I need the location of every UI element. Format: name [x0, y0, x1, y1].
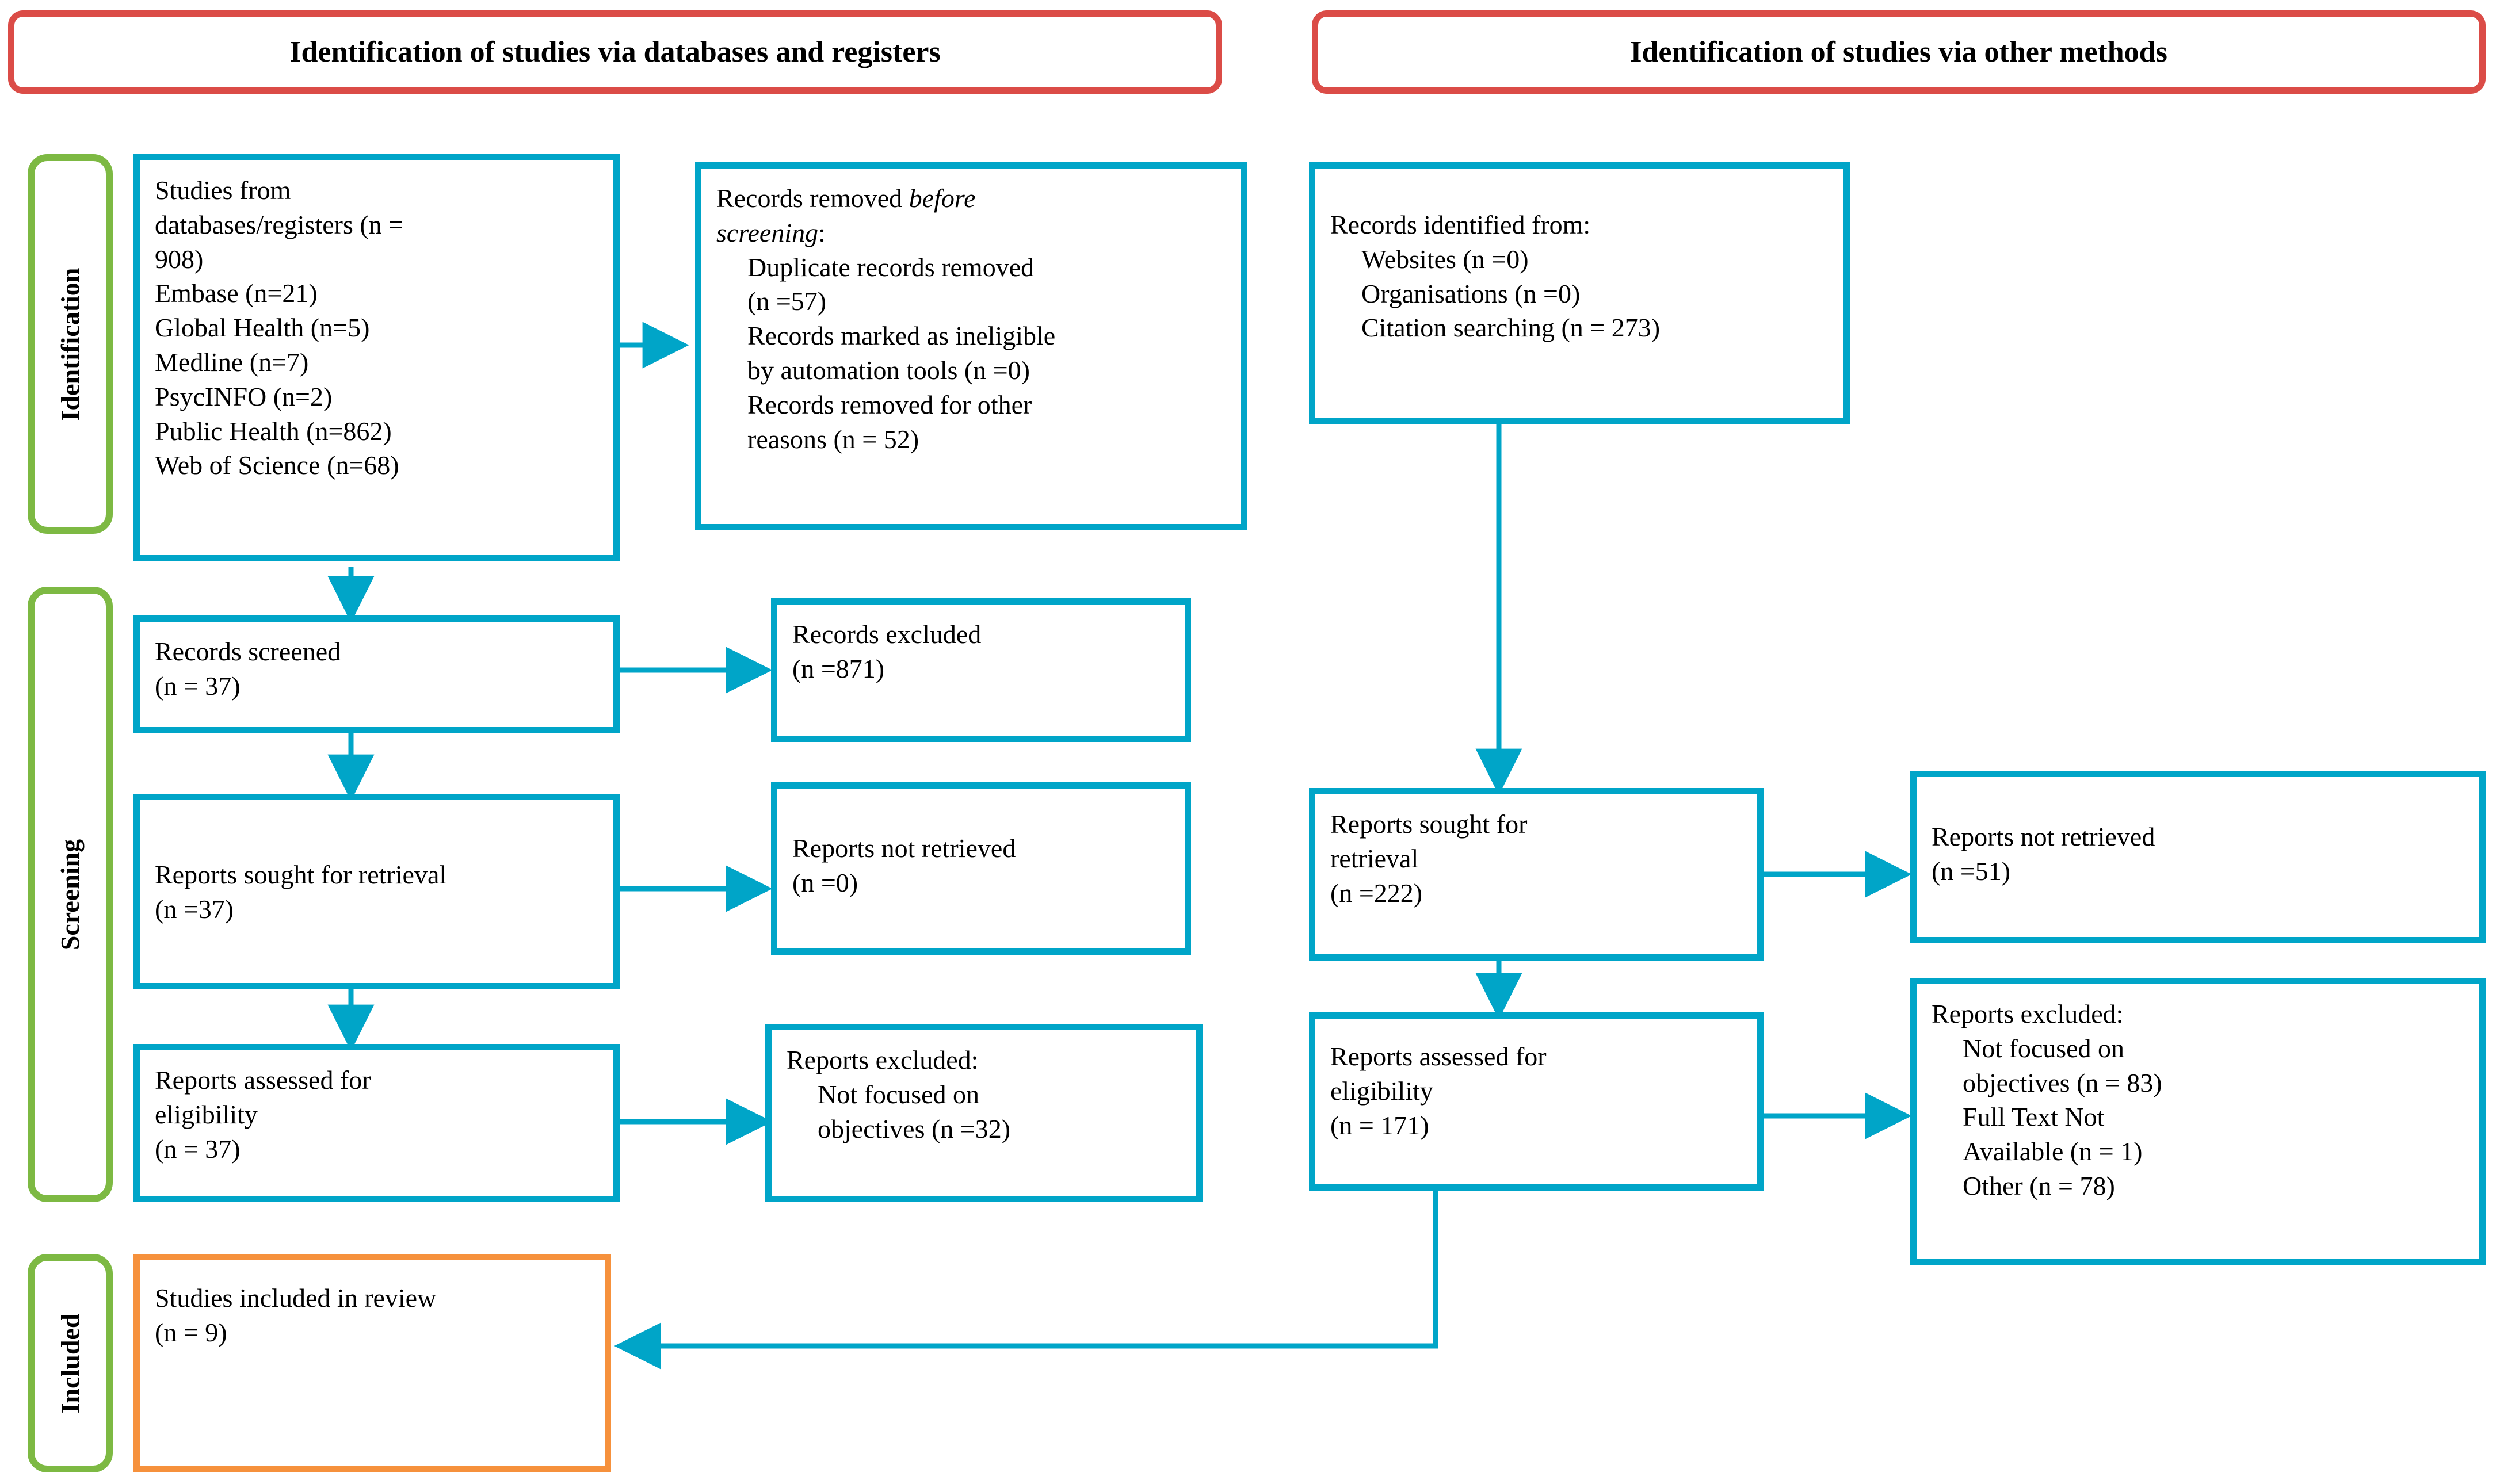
node-records-excluded: Records excluded (n =871) — [771, 598, 1191, 742]
line: Reports sought for retrieval — [155, 860, 447, 889]
line: (n =57) — [747, 286, 827, 316]
phase-tab-screening: Screening — [28, 587, 113, 1202]
line: Records marked as ineligible — [747, 321, 1056, 351]
line: (n =37) — [155, 894, 234, 924]
line: retrieval — [1330, 843, 1419, 873]
node-records-identified-other: Records identified from: Websites (n =0)… — [1309, 162, 1850, 424]
line: Not focused on — [1963, 1033, 2125, 1063]
node-records-removed-before-screening-body: Records removed before screening: Duplic… — [716, 181, 1226, 456]
line: Studies included in review — [155, 1283, 437, 1313]
line: (n = 37) — [155, 1134, 241, 1164]
wire-assessed-right-to-included — [614, 1191, 1438, 1370]
node-records-screened: Records screened (n = 37) — [133, 615, 620, 733]
line-title-cont: screening: — [716, 216, 1226, 250]
line: Reports sought for — [1330, 809, 1528, 839]
line: Reports assessed for — [155, 1065, 371, 1095]
line: Websites (n =0) — [1361, 244, 1529, 274]
line: Medline (n=7) — [155, 347, 309, 377]
node-reports-excluded-left: Reports excluded: Not focused on objecti… — [765, 1024, 1203, 1202]
banner-other-methods: Identification of studies via other meth… — [1312, 10, 2486, 94]
line: Embase (n=21) — [155, 278, 318, 308]
line: (n =0) — [792, 867, 858, 897]
node-reports-excluded-right: Reports excluded: Not focused on objecti… — [1910, 978, 2486, 1265]
line: Duplicate records removed — [747, 252, 1035, 282]
node-reports-assessed-right-body: Reports assessed for eligibility (n = 17… — [1330, 1031, 1742, 1142]
line: Records screened — [155, 637, 341, 666]
node-reports-assessed-left-body: Reports assessed for eligibility (n = 37… — [155, 1063, 598, 1166]
line-title: Records removed before — [716, 181, 1226, 216]
node-reports-not-retrieved-left: Reports not retrieved (n =0) — [771, 782, 1191, 955]
line: (n = 9) — [155, 1317, 227, 1347]
line: Records removed for other — [747, 389, 1032, 419]
line: Reports assessed for — [1330, 1042, 1547, 1071]
line: Public Health (n=862) — [155, 416, 392, 446]
node-studies-included-in-review-body: Studies included in review (n = 9) — [155, 1273, 590, 1350]
line: Reports not retrieved — [792, 833, 1016, 863]
line: Citation searching (n = 273) — [1361, 313, 1661, 343]
phase-tab-identification-label: Identification — [55, 267, 85, 420]
node-reports-not-retrieved-left-body: Reports not retrieved (n =0) — [792, 801, 1170, 900]
node-reports-not-retrieved-right-body: Reports not retrieved (n =51) — [1932, 790, 2464, 889]
node-records-screened-body: Records screened (n = 37) — [155, 634, 598, 703]
line: Not focused on — [818, 1079, 980, 1109]
node-reports-not-retrieved-right: Reports not retrieved (n =51) — [1910, 771, 2486, 943]
line: (n = 37) — [155, 671, 241, 701]
node-reports-excluded-left-body: Reports excluded: Not focused on objecti… — [787, 1043, 1181, 1146]
banner-databases-registers: Identification of studies via databases … — [8, 10, 1222, 94]
line: (n = 171) — [1330, 1110, 1429, 1140]
line: reasons (n = 52) — [747, 424, 919, 454]
node-reports-sought-right: Reports sought for retrieval (n =222) — [1309, 788, 1764, 961]
line: objectives (n = 83) — [1963, 1068, 2162, 1097]
phase-tab-included-label: Included — [55, 1313, 85, 1413]
node-reports-sought-right-body: Reports sought for retrieval (n =222) — [1330, 807, 1742, 910]
node-reports-assessed-right: Reports assessed for eligibility (n = 17… — [1309, 1012, 1764, 1191]
line: (n =222) — [1330, 878, 1423, 908]
phase-tab-screening-label: Screening — [55, 839, 85, 950]
line: Reports not retrieved — [1932, 822, 2155, 851]
line: (n =871) — [792, 653, 885, 683]
node-reports-sought-left: Reports sought for retrieval (n =37) — [133, 794, 620, 989]
line: databases/registers (n = — [155, 209, 404, 239]
line: objectives (n =32) — [818, 1114, 1011, 1143]
title-emphasis: before — [909, 183, 976, 213]
line: eligibility — [1330, 1076, 1433, 1106]
line-heading: Records identified from: — [1330, 210, 1591, 239]
title-prefix: Records removed — [716, 183, 909, 213]
line: by automation tools (n =0) — [747, 355, 1030, 385]
line: Organisations (n =0) — [1361, 278, 1581, 308]
node-reports-sought-left-body: Reports sought for retrieval (n =37) — [155, 813, 598, 927]
line: (n =51) — [1932, 856, 2011, 886]
node-studies-from-databases-body: Studies from databases/registers (n = 90… — [155, 173, 598, 483]
line-heading: Reports excluded: — [1932, 999, 2124, 1028]
title-colon: : — [818, 217, 826, 247]
node-studies-from-databases: Studies from databases/registers (n = 90… — [133, 154, 620, 561]
line: Web of Science (n=68) — [155, 450, 399, 480]
line: Global Health (n=5) — [155, 313, 370, 343]
line: PsycINFO (n=2) — [155, 381, 333, 411]
line: Studies from — [155, 175, 291, 205]
line: eligibility — [155, 1099, 258, 1129]
line: Records excluded — [792, 619, 982, 649]
phase-tab-included: Included — [28, 1254, 113, 1472]
phase-tab-identification: Identification — [28, 154, 113, 534]
node-reports-excluded-right-body: Reports excluded: Not focused on objecti… — [1932, 997, 2464, 1203]
node-reports-assessed-left: Reports assessed for eligibility (n = 37… — [133, 1044, 620, 1202]
line: 908) — [155, 244, 204, 274]
node-studies-included-in-review: Studies included in review (n = 9) — [133, 1254, 611, 1472]
title-emphasis-cont: screening — [716, 217, 819, 247]
banner-databases-registers-label: Identification of studies via databases … — [289, 35, 941, 68]
line: Other (n = 78) — [1963, 1171, 2115, 1200]
node-records-removed-before-screening: Records removed before screening: Duplic… — [695, 162, 1247, 530]
node-records-excluded-body: Records excluded (n =871) — [792, 617, 1170, 686]
node-records-identified-other-body: Records identified from: Websites (n =0)… — [1330, 181, 1829, 345]
line-heading: Reports excluded: — [787, 1045, 979, 1074]
line: Available (n = 1) — [1963, 1137, 2143, 1166]
banner-other-methods-label: Identification of studies via other meth… — [1630, 35, 2167, 68]
line: Full Text Not — [1963, 1102, 2105, 1132]
